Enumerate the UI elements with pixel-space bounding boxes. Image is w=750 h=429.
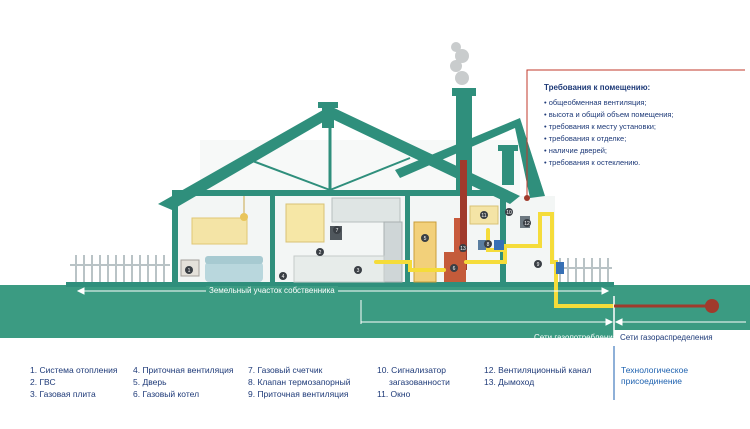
number-markers: 1 2 3 4 5 6 7 8 9 10 11 12 13 [185,208,542,280]
requirements-list: общеобменная вентиляция; высота и общий … [544,97,744,169]
legend-item: загазованности [389,377,450,387]
roof-truss-left [249,159,331,191]
legend-col-5: 12. Вентиляционный канал 13. Дымоход [484,364,591,388]
requirement-item: высота и общий объем помещения; [544,109,744,121]
requirement-item: требования к месту установки; [544,121,744,133]
roof-truss-right [329,157,411,191]
requirements-callout-line [526,69,541,198]
legend-item: 3. Газовая плита [30,389,96,399]
svg-text:12: 12 [524,221,530,227]
svg-text:1: 1 [188,268,191,274]
upper-cabinets [331,197,401,223]
gas-valve [494,240,504,250]
door [413,221,437,283]
roof-vent-right-cap [498,145,518,151]
svg-text:4: 4 [282,274,285,280]
svg-text:9: 9 [537,262,540,268]
legend-col-3: 7. Газовый счетчик 8. Клапан термозапорн… [248,364,350,400]
land-plot-label: Земельный участок собственника [206,286,338,295]
roof-vent-left [322,108,334,128]
legend-item: 9. Приточная вентиляция [248,389,349,399]
roof-vent-right [502,150,514,185]
legend-item: 7. Газовый счетчик [248,365,323,375]
chimney-cap [452,88,476,96]
kitchen-window [285,203,325,243]
legend-item: 8. Клапан термозапорный [248,377,351,387]
counter [293,255,385,283]
requirement-item: общеобменная вентиляция; [544,97,744,109]
legend-item: 5. Дверь [133,377,167,387]
legend-col-4: 10. Сигнализатор загазованности 11. Окно [377,364,450,400]
ground-surface [66,282,614,287]
consumption-arrow [361,318,614,326]
requirement-item: требования к отделке; [544,133,744,145]
legend-item: 12. Вентиляционный канал [484,365,592,375]
legend-col-1: 1. Система отопления 2. ГВС 3. Газовая п… [30,364,117,400]
svg-text:2: 2 [319,250,322,256]
legend-item: 2. ГВС [30,377,56,387]
svg-text:5: 5 [424,236,427,242]
requirement-item: наличие дверей; [544,145,744,157]
consumption-network-label: Сети газопотребления [534,333,618,342]
legend-item: 10. Сигнализатор [377,365,446,375]
tech-connection-label: Технологическое присоединение [621,365,688,387]
fridge [383,221,403,283]
requirements-title: Требования к помещению: [544,83,651,92]
lamp [240,213,248,221]
sofa-back [205,256,263,264]
house-walls [172,190,506,284]
thermo-valve [556,262,564,274]
ground [0,285,750,338]
legend-item: 4. Приточная вентиляция [133,365,234,375]
tech-connection-line-1: Технологическое [621,365,689,375]
vent-channel [454,218,460,258]
distribution-arrow [614,318,746,326]
distribution-label-bg [614,330,750,346]
legend-item: 11. Окно [377,389,411,399]
svg-text:6: 6 [453,266,456,272]
svg-text:3: 3 [357,268,360,274]
roof-right-slope [395,118,545,198]
legend-item: 1. Система отопления [30,365,118,375]
smoke [450,42,469,85]
tech-connection-line-2: присоединение [621,376,682,386]
distribution-network-label: Сети газораспределения [620,333,713,342]
svg-text:11: 11 [481,213,486,219]
svg-text:10: 10 [506,210,512,216]
legend-item: 13. Дымоход [484,377,535,387]
land-plot-arrow [76,287,610,295]
legend-col-2: 4. Приточная вентиляция 5. Дверь 6. Газо… [133,364,233,400]
flue-pipe [460,160,467,270]
picture-frame [191,217,248,245]
requirement-item: требования к остеклению. [544,157,744,169]
distribution-line [614,299,719,313]
legend-item: 6. Газовый котел [133,389,200,399]
requirements-callout-dot [524,195,530,201]
svg-text:13: 13 [460,246,466,252]
roof-vent-small [318,102,338,108]
requirements-panel: Требования к помещению: общеобменная вен… [544,82,744,169]
sofa [205,262,263,282]
svg-text:8: 8 [487,242,490,248]
gas-alarm [478,240,488,250]
svg-text:7: 7 [336,228,339,234]
